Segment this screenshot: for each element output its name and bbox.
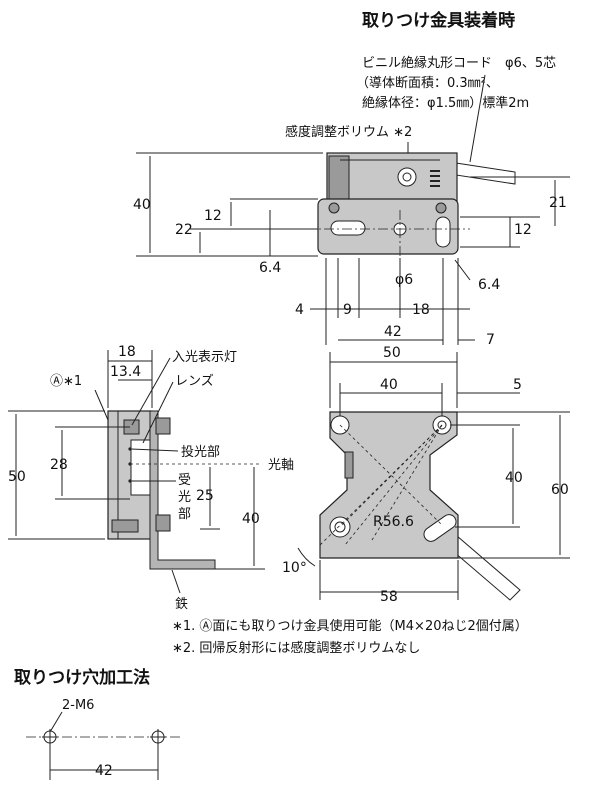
thread-label: 2-M6 <box>62 698 94 713</box>
arc-slot <box>423 514 457 542</box>
dim-12-right: 12 <box>514 222 532 238</box>
dim-18-side: 18 <box>118 344 136 360</box>
side-view-dimensions: 18 13.4 50 28 25 40 Ⓐ∗1 入光表示灯 レンズ 投光部 受 … <box>8 344 294 612</box>
mounting-holes-diagram: 2-M6 42 <box>26 698 180 780</box>
dim-22: 22 <box>175 222 193 238</box>
front-view <box>270 152 516 258</box>
dim-21: 21 <box>549 195 567 211</box>
indicator-label: 入光表示灯 <box>172 350 237 365</box>
dim-40-bracket-h: 40 <box>505 470 523 486</box>
vent-slots <box>430 170 440 187</box>
slot-left <box>330 220 366 236</box>
dim-7: 7 <box>486 332 495 348</box>
cable-spec-line2: （導体断面積：0.3㎜²、 <box>356 76 499 91</box>
phi6-label: φ6 <box>395 272 413 288</box>
lens-label: レンズ <box>175 373 214 389</box>
side-view <box>107 410 216 570</box>
dim-13-4: 13.4 <box>110 364 141 380</box>
dim-50-side: 50 <box>8 469 26 485</box>
receiver-label-2: 光 <box>178 490 191 505</box>
dim-42-top: 42 <box>384 324 402 340</box>
bracket-dimensions: 50 40 5 40 60 58 R56.6 10° <box>282 345 570 605</box>
screw-lower <box>155 514 171 532</box>
dim-6-4-right: 6.4 <box>478 277 500 293</box>
cable-spec-line3: 絶縁体径：φ1.5㎜）標準2m <box>362 95 529 111</box>
dim-60: 60 <box>551 482 569 498</box>
dim-28: 28 <box>50 457 68 473</box>
dim-12-left: 12 <box>204 208 222 224</box>
dim-9: 9 <box>343 302 352 318</box>
sensor-end-cap <box>328 155 350 201</box>
dim-40-height: 40 <box>133 197 151 213</box>
dim-40-side: 40 <box>242 511 260 527</box>
dim-6-4-left: 6.4 <box>259 260 281 276</box>
cable-boot <box>111 519 139 533</box>
bracket-slot-mark <box>344 451 354 479</box>
dim-10-deg: 10° <box>282 560 307 576</box>
dim-40-bracket-w: 40 <box>380 377 398 393</box>
radius-label: R56.6 <box>373 514 414 530</box>
dim-25: 25 <box>196 488 214 504</box>
emitter-label: 投光部 <box>181 444 220 460</box>
bracket-plate-front <box>317 198 459 255</box>
angle-arc <box>297 547 316 567</box>
lens-window <box>130 439 152 496</box>
sensitivity-knob <box>397 167 417 187</box>
dim-42-holes: 42 <box>95 763 113 779</box>
title-bracket-mounted: 取りつけ金具装着時 <box>362 10 515 31</box>
dim-50-bracket: 50 <box>383 345 401 361</box>
sensitivity-label: 感度調整ボリウム ∗2 <box>285 124 412 140</box>
front-view-dimensions: 40 22 12 6.4 21 12 φ6 6.4 4 9 18 42 7 <box>133 152 570 348</box>
dim-4: 4 <box>295 302 304 318</box>
cable <box>455 162 516 185</box>
note-1: ∗1. Ⓐ面にも取りつけ金具使用可能（M4×20ねじ2個付属） <box>172 618 528 634</box>
title-mounting-holes: 取りつけ穴加工法 <box>14 667 150 688</box>
cable-spec-line1: ビニル絶縁丸形コード φ6、5芯 <box>362 55 556 71</box>
face-a-label: Ⓐ∗1 <box>50 374 82 389</box>
iron-label: 鉄 <box>175 597 188 612</box>
slot-right <box>435 216 451 248</box>
note-2: ∗2. 回帰反射形には感度調整ボリウムなし <box>172 640 420 656</box>
receiver-label-1: 受 <box>178 473 191 488</box>
dim-58: 58 <box>380 589 398 605</box>
cable-leader <box>469 74 486 163</box>
screw-upper <box>155 417 171 435</box>
bracket-view <box>319 411 521 601</box>
receiver-label-3: 部 <box>178 507 191 522</box>
dim-18-top: 18 <box>412 302 430 318</box>
optical-axis-label: 光軸 <box>268 458 294 473</box>
dim-5: 5 <box>513 377 522 393</box>
